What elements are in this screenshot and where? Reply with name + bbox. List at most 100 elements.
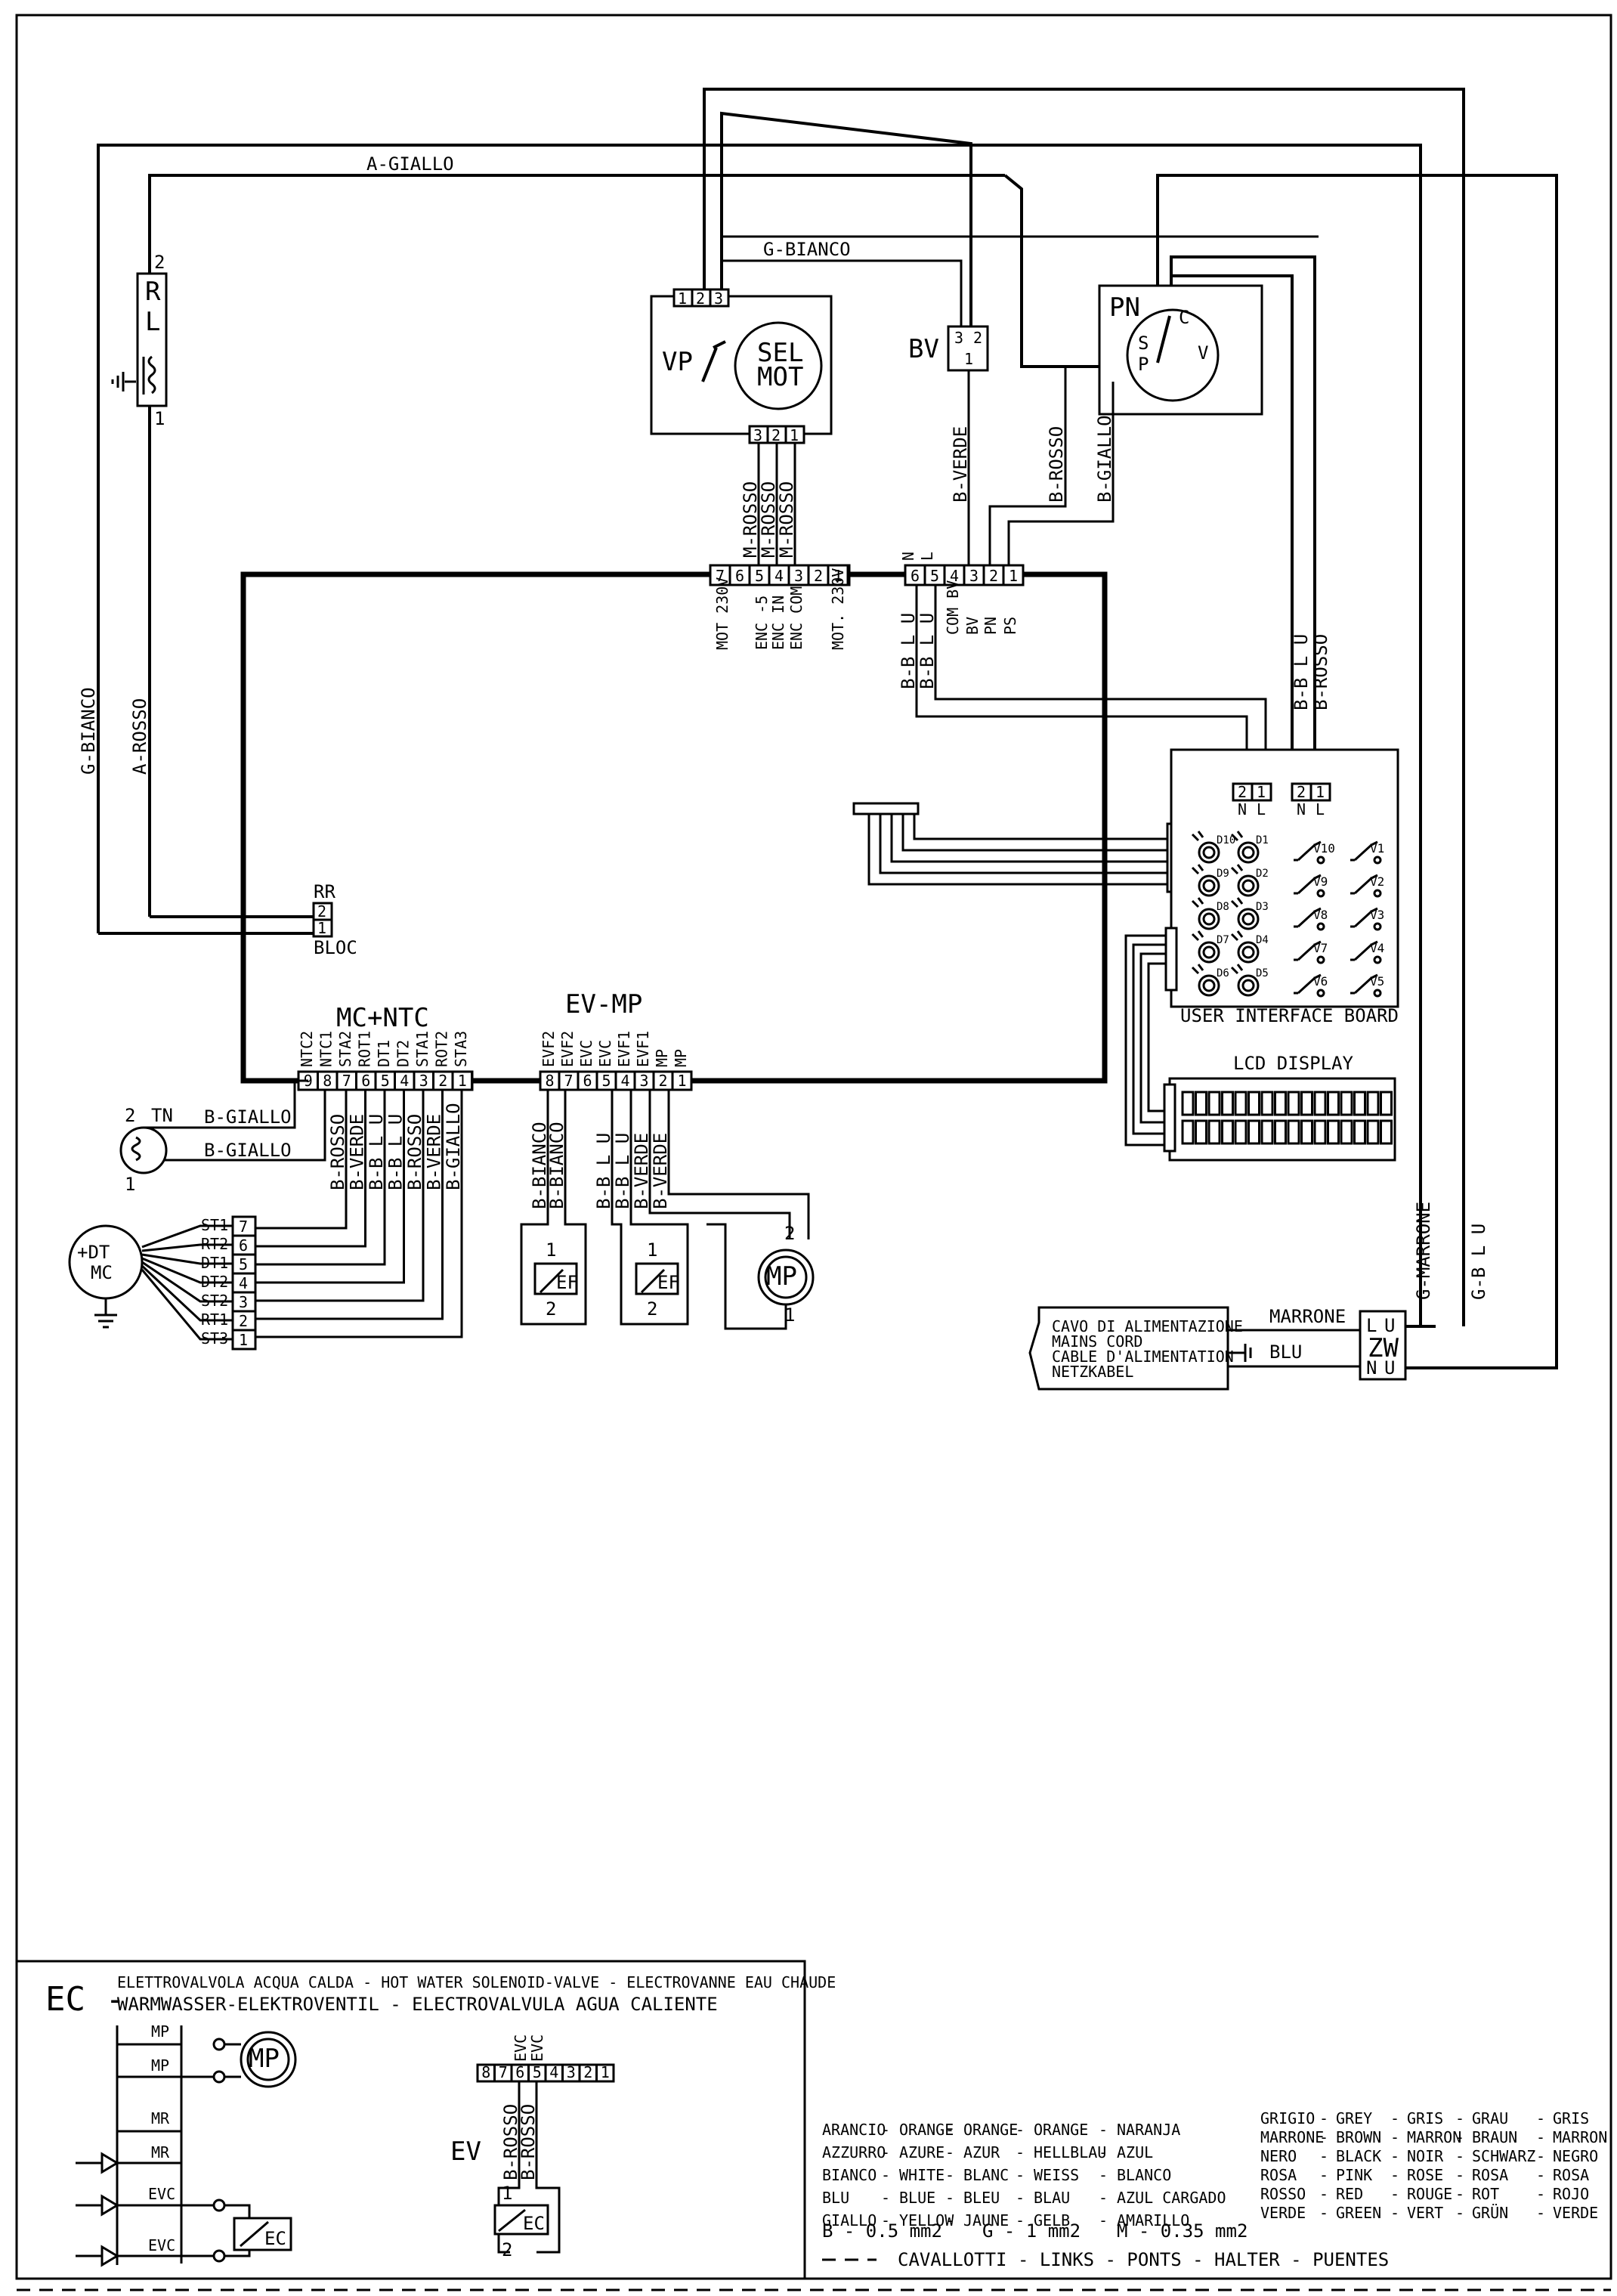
main-left-pin-3: 4 — [774, 567, 784, 585]
ec-wire-1: B-ROSSO — [500, 2104, 521, 2180]
mot-bottom-pin-1: 1 — [790, 426, 799, 444]
ev-mp-wire-5: B-VERDE — [650, 1133, 671, 1209]
legend1-3-1: BLUE — [899, 2189, 935, 2207]
svg-text:-: - — [1319, 2109, 1328, 2127]
vp-switch-icon — [701, 340, 726, 382]
ec-conn-pin-1: 7 — [499, 2063, 508, 2081]
legend2-0-0: GRIGIO — [1260, 2109, 1315, 2127]
pn-switch-icon — [1156, 315, 1171, 364]
main-right-pin-3: 3 — [969, 567, 979, 585]
heater-icon — [142, 355, 156, 395]
pn-c: C — [1179, 307, 1189, 328]
rr-bloc: RR 2 1 BLOC — [98, 881, 357, 958]
legend2-5-4: VERDE — [1553, 2204, 1598, 2222]
bv-pin-1: 1 — [964, 350, 973, 368]
led-9: D5 — [1256, 967, 1269, 979]
pn-wire-rosso: B-ROSSO — [1046, 426, 1067, 503]
svg-text:-: - — [1390, 2109, 1399, 2127]
main-right-pin-2: 4 — [950, 567, 959, 585]
m-rosso-3: M-ROSSO — [776, 481, 797, 558]
svg-text:-: - — [1099, 2121, 1108, 2139]
ef-valve-2: EF 1 2 — [611, 1090, 689, 1326]
ev-mp-label-3: EVC — [596, 1040, 614, 1067]
mc-ntc-pin-8: 1 — [458, 1072, 467, 1090]
mp-pump: MP 2 1 — [648, 1090, 815, 1330]
svg-text:-: - — [1099, 2189, 1108, 2207]
ui-conn-b-1: 1 — [1316, 783, 1325, 801]
dt-mc-label-1: +DT — [77, 1242, 110, 1263]
ec-evc-2: EVC — [528, 2035, 546, 2062]
main-left-pin-2: 5 — [755, 567, 764, 585]
main-right-pin-5: 1 — [1009, 567, 1018, 585]
legend1-0-0: ARANCIO — [822, 2121, 886, 2139]
svg-text:-: - — [1536, 2166, 1545, 2184]
led-7: D4 — [1256, 934, 1269, 946]
ev-mp-wire-1: B-BIANCO — [546, 1122, 567, 1209]
bblu-main-2: B-B L U — [917, 613, 938, 689]
mc-ntc-pin-3: 6 — [361, 1072, 370, 1090]
ui-conn-a-2: 2 — [1238, 783, 1247, 801]
zw-n: N — [1366, 1357, 1377, 1379]
color-legend: ARANCIO-ORANGE-ORANGE-ORANGE-NARANJAAZZU… — [822, 2109, 1607, 2270]
switch-9: V5 — [1370, 974, 1384, 989]
mc-ntc-pin-2: 7 — [342, 1072, 351, 1090]
legend1-3-3: BLAU — [1034, 2189, 1070, 2207]
main-left-label-0: MOT 230V — [713, 577, 731, 650]
ec-conn-pin-4: 4 — [549, 2063, 558, 2081]
ec-left-mr1: MR — [151, 2109, 170, 2127]
mc-ntc-label-4: DT1 — [375, 1040, 393, 1067]
marrone-label: MARRONE — [1269, 1306, 1346, 1327]
ec-conn-pin-0: 8 — [481, 2063, 490, 2081]
dt-mc-pin-5: 2 — [239, 1312, 248, 1330]
ev-pin1: 1 — [502, 2183, 512, 2204]
mp-pin2: 2 — [784, 1223, 795, 1244]
a-rosso-left: A-ROSSO — [129, 698, 150, 775]
legend2-3-3: ROSA — [1472, 2166, 1508, 2184]
ev-pin2: 2 — [502, 2239, 512, 2260]
ev-mp-title: EV-MP — [565, 989, 642, 1020]
legend2-1-3: BRAUN — [1472, 2128, 1517, 2146]
svg-text:-: - — [1390, 2147, 1399, 2165]
ev-label: EV — [450, 2137, 481, 2167]
svg-text:-: - — [881, 2211, 890, 2229]
ui-conn-b-l: L — [1316, 800, 1325, 818]
main-right-n: N — [899, 552, 917, 561]
led-1: D1 — [1256, 834, 1269, 846]
svg-text:-: - — [1099, 2143, 1108, 2161]
ef2-pin2: 2 — [647, 1298, 657, 1320]
ev-mp-pin-2: 6 — [583, 1072, 592, 1090]
legend-section-b: B - 0.5 mm2 — [822, 2220, 942, 2242]
legend1-4-0: GIALLO — [822, 2211, 877, 2229]
svg-text:-: - — [1319, 2185, 1328, 2203]
bv-wire-label: B-VERDE — [950, 426, 971, 503]
mains-cord-3: CABLE D'ALIMENTATION — [1052, 1348, 1234, 1366]
svg-text:-: - — [1319, 2204, 1328, 2222]
legend1-2-1: WHITE — [899, 2166, 945, 2184]
legend2-3-2: ROSE — [1407, 2166, 1443, 2184]
ef2-pin1: 1 — [647, 1239, 657, 1261]
legend2-2-3: SCHWARZ — [1472, 2147, 1535, 2165]
ev-mp-pin-0: 8 — [546, 1072, 555, 1090]
g-bianco-top: G-BIANCO — [763, 239, 851, 260]
ev-mp-label-6: MP — [653, 1049, 671, 1067]
ef-valve-1: EF 1 2 — [520, 1090, 587, 1326]
bblu-main-1: B-B L U — [898, 613, 919, 689]
led-3: D2 — [1256, 868, 1269, 880]
svg-text:-: - — [1455, 2128, 1464, 2146]
legend1-3-4: AZUL CARGADO — [1117, 2189, 1226, 2207]
ui-conn-a-l: L — [1257, 800, 1266, 818]
svg-text:-: - — [1099, 2166, 1108, 2184]
mp-pin1: 1 — [784, 1304, 795, 1326]
top-wiring — [97, 88, 1558, 1369]
legend2-1-1: BROWN — [1336, 2128, 1381, 2146]
mc-ntc-pin-4: 5 — [381, 1072, 390, 1090]
main-left-label-4: MOT. 230V — [829, 568, 847, 650]
legend2-0-4: GRIS — [1553, 2109, 1589, 2127]
legend-links: CAVALLOTTI - LINKS - PONTS - HALTER - PU… — [898, 2249, 1389, 2270]
rr-pin-2: 2 — [317, 902, 326, 921]
mot-top-pin-3: 3 — [714, 289, 723, 308]
